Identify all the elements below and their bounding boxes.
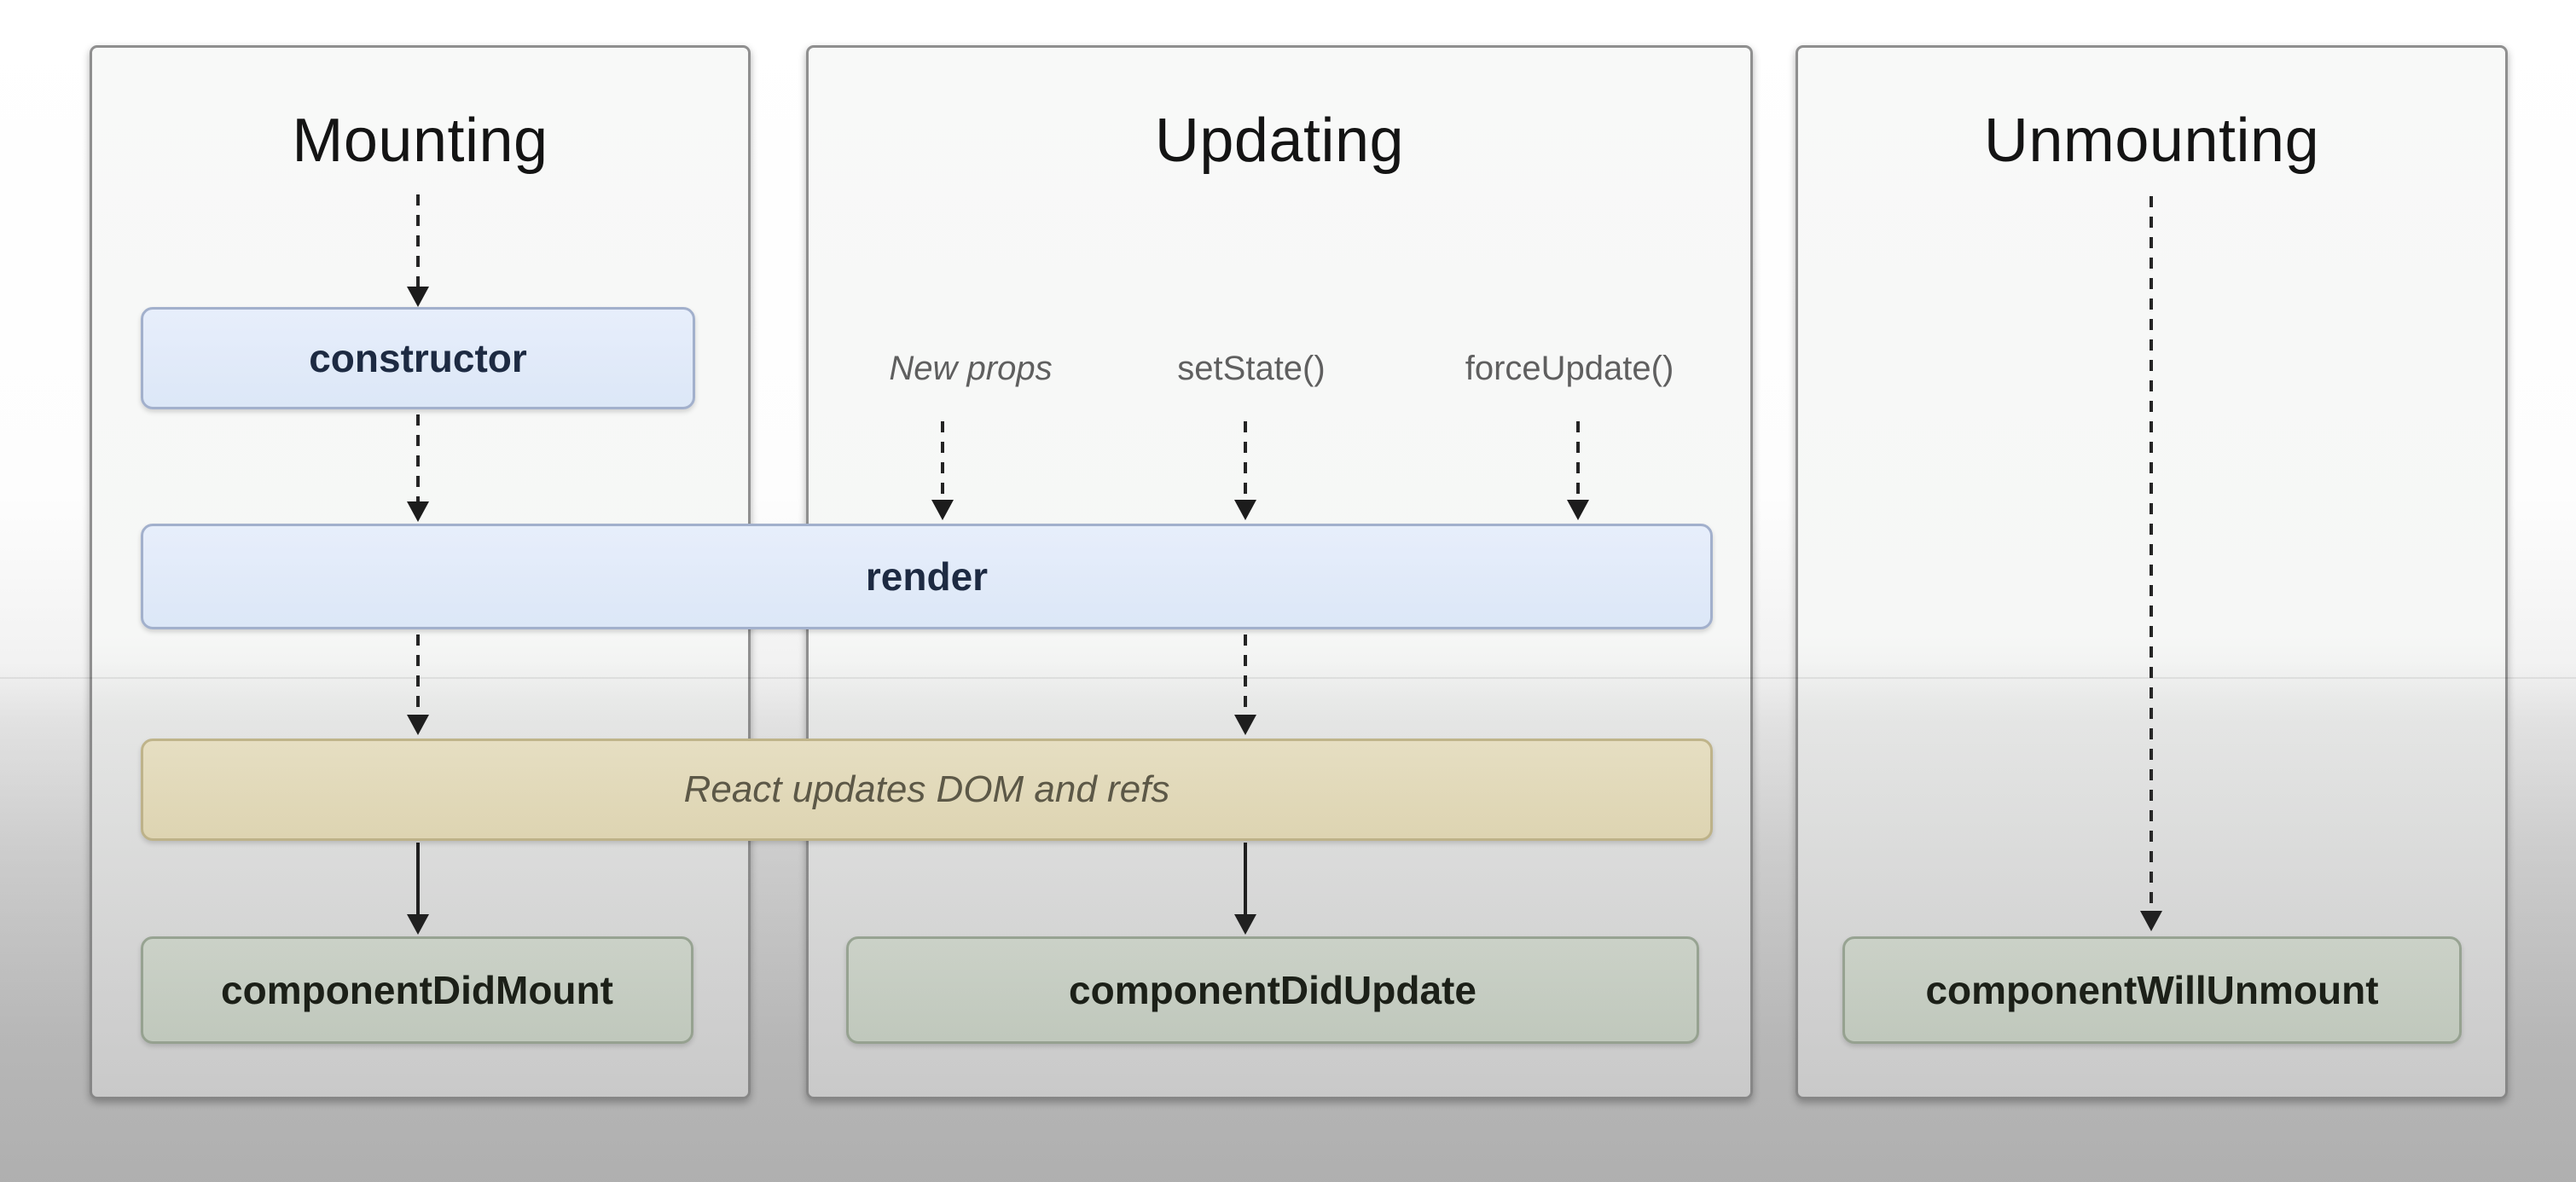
arrow-unmounting-to-component-will-unmount: [2138, 196, 2164, 931]
node-component-will-unmount: componentWillUnmount: [1842, 936, 2462, 1044]
arrow-render-to-react-updates-mounting: [405, 634, 431, 735]
arrowhead-icon: [2140, 911, 2162, 931]
arrow-shaft: [1244, 421, 1247, 501]
arrow-constructor-to-render: [405, 414, 431, 522]
update-trigger-force-update: forceUpdate(): [1465, 350, 1674, 387]
arrow-set-state-to-render: [1233, 421, 1258, 520]
arrow-react-updates-to-component-did-mount: [405, 843, 431, 935]
arrowhead-icon: [407, 715, 429, 735]
arrow-shaft: [416, 414, 420, 502]
panel-title-updating: Updating: [1154, 107, 1405, 175]
arrow-shaft: [416, 843, 420, 915]
arrowhead-icon: [407, 501, 429, 522]
node-component-did-mount: componentDidMount: [141, 936, 693, 1044]
arrowhead-icon: [1234, 500, 1256, 520]
arrow-shaft: [416, 194, 420, 287]
arrowhead-icon: [1234, 914, 1256, 935]
arrow-new-props-to-render: [930, 421, 955, 520]
arrow-shaft: [2150, 196, 2153, 912]
arrow-render-to-react-updates-updating: [1233, 634, 1258, 735]
arrowhead-icon: [407, 914, 429, 935]
arrow-shaft: [941, 421, 944, 501]
update-trigger-set-state: setState(): [1177, 350, 1326, 387]
arrowhead-icon: [931, 500, 954, 520]
node-constructor: constructor: [141, 307, 695, 409]
arrow-shaft: [1244, 843, 1247, 915]
arrowhead-icon: [407, 287, 429, 307]
arrow-shaft: [416, 634, 420, 716]
node-react-updates-dom-and-refs: React updates DOM and refs: [141, 739, 1713, 841]
arrow-mounting-to-constructor: [405, 194, 431, 307]
arrowhead-icon: [1234, 715, 1256, 735]
update-trigger-new-props: New props: [889, 350, 1053, 387]
arrowhead-icon: [1567, 500, 1589, 520]
arrow-shaft: [1576, 421, 1580, 501]
arrow-force-update-to-render: [1565, 421, 1591, 520]
panel-title-mounting: Mounting: [292, 107, 548, 175]
arrow-react-updates-to-component-did-update: [1233, 843, 1258, 935]
panel-title-unmounting: Unmounting: [1983, 107, 2320, 175]
node-render: render: [141, 524, 1713, 629]
arrow-shaft: [1244, 634, 1247, 716]
node-component-did-update: componentDidUpdate: [846, 936, 1699, 1044]
